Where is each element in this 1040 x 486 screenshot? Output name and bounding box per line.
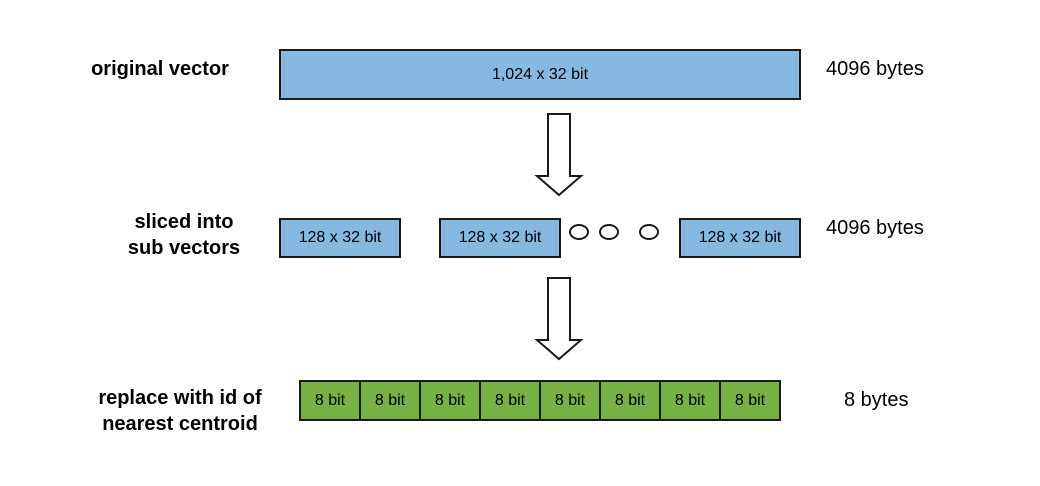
sliced-label: sliced into sub vectors xyxy=(84,209,284,261)
replace-label: replace with id of nearest centroid xyxy=(60,385,300,437)
code-cell-5: 8 bit xyxy=(539,380,601,421)
original-vector-label: original vector xyxy=(91,58,229,80)
code-cell-8: 8 bit xyxy=(719,380,781,421)
replace-label-line2: nearest centroid xyxy=(102,413,258,435)
code-cell-1: 8 bit xyxy=(299,380,361,421)
sliced-label-line1: sliced into xyxy=(134,211,234,233)
ellipsis-dot-2 xyxy=(599,224,619,240)
original-vector-box: 1,024 x 32 bit xyxy=(279,49,801,100)
ellipsis-dot-1 xyxy=(569,224,589,240)
code-cell-7: 8 bit xyxy=(659,380,721,421)
sliced-size: 4096 bytes xyxy=(826,217,924,239)
original-vector-size: 4096 bytes xyxy=(826,58,924,80)
code-cell-3: 8 bit xyxy=(419,380,481,421)
ellipsis-dot-3 xyxy=(639,224,659,240)
replaced-size: 8 bytes xyxy=(844,389,909,411)
replace-label-line1: replace with id of xyxy=(98,387,262,409)
sub-vector-box-3: 128 x 32 bit xyxy=(679,218,801,258)
sliced-label-line2: sub vectors xyxy=(127,237,241,259)
sub-vector-box-2: 128 x 32 bit xyxy=(439,218,561,258)
down-arrow-1 xyxy=(534,113,584,197)
sub-vector-box-1: 128 x 32 bit xyxy=(279,218,401,258)
down-arrow-2 xyxy=(534,277,584,361)
code-cell-2: 8 bit xyxy=(359,380,421,421)
code-cell-6: 8 bit xyxy=(599,380,661,421)
code-cell-4: 8 bit xyxy=(479,380,541,421)
